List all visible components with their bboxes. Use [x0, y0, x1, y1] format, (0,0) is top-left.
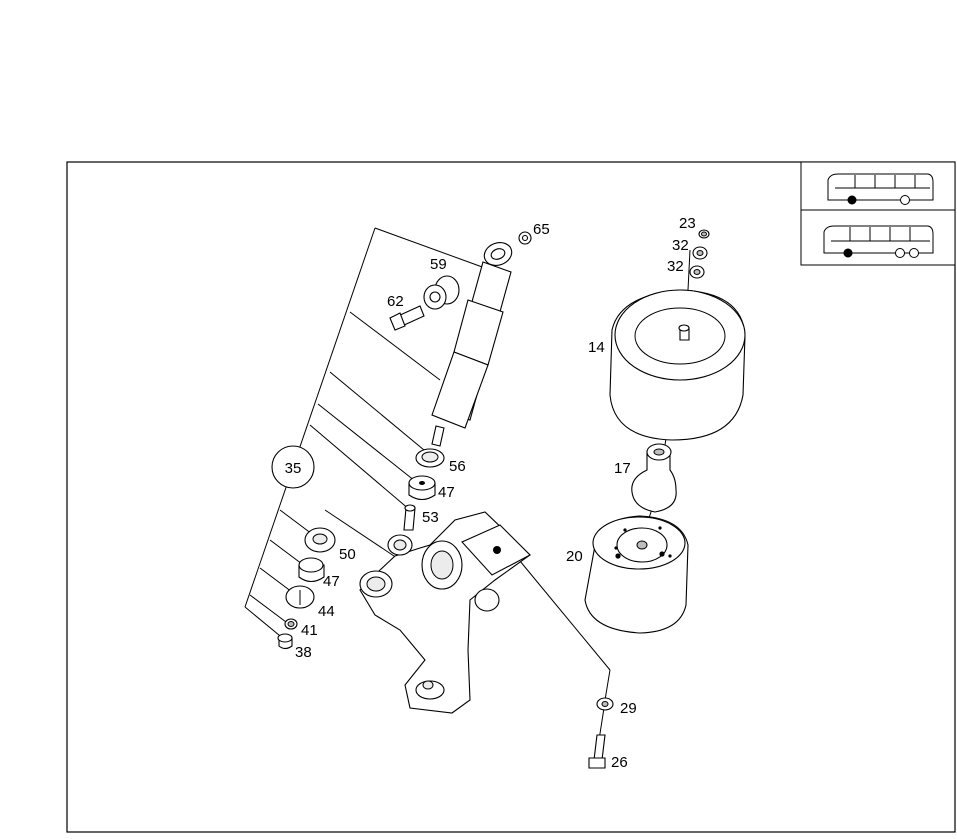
- bolt-26: [588, 734, 606, 769]
- coach-2-axle-icon[interactable]: [827, 173, 934, 205]
- label-56[interactable]: 56: [449, 458, 466, 475]
- axle-bracket: [359, 511, 531, 714]
- nut-41: [284, 618, 298, 630]
- label-50[interactable]: 50: [339, 546, 356, 563]
- cap-38: [277, 633, 293, 650]
- shock-absorber: [431, 242, 513, 447]
- bolt-62: [389, 305, 425, 331]
- label-32-lower[interactable]: 32: [667, 258, 684, 275]
- label-32-upper[interactable]: 32: [672, 237, 689, 254]
- callout-35[interactable]: 35: [271, 445, 315, 489]
- bush-59: [423, 275, 460, 310]
- label-47-lower[interactable]: 47: [323, 573, 340, 590]
- label-62[interactable]: 62: [387, 293, 404, 310]
- label-38[interactable]: 38: [295, 644, 312, 661]
- label-20[interactable]: 20: [566, 548, 583, 565]
- nut-32-lower: [689, 265, 705, 279]
- air-bellows-14: [609, 289, 746, 441]
- piston-20: [584, 515, 689, 634]
- sleeve-53: [403, 504, 416, 531]
- label-29[interactable]: 29: [620, 700, 637, 717]
- diagram-frame: [66, 161, 956, 833]
- label-65[interactable]: 65: [533, 221, 550, 238]
- label-53[interactable]: 53: [422, 509, 439, 526]
- buffer-17: [631, 443, 677, 513]
- washer-44: [285, 585, 315, 609]
- rubber-47-upper: [408, 475, 436, 501]
- label-14[interactable]: 14: [588, 339, 605, 356]
- washer-32-upper: [692, 246, 708, 260]
- nut-65: [518, 231, 532, 245]
- washer-56: [415, 448, 445, 468]
- label-44[interactable]: 44: [318, 603, 335, 620]
- label-26[interactable]: 26: [611, 754, 628, 771]
- washer-50: [304, 527, 336, 553]
- callout-35-label: 35: [285, 460, 302, 477]
- label-23[interactable]: 23: [679, 215, 696, 232]
- nut-23: [698, 229, 710, 239]
- washer-29: [596, 697, 614, 711]
- label-41[interactable]: 41: [301, 622, 318, 639]
- label-59[interactable]: 59: [430, 256, 447, 273]
- label-17[interactable]: 17: [614, 460, 631, 477]
- part-labels: 14 17 20 23 32 32 65 59 62 56 47 53 50 4…: [295, 215, 696, 771]
- coach-3-axle-icon[interactable]: [823, 225, 934, 258]
- label-47-upper[interactable]: 47: [438, 484, 455, 501]
- rubber-47-lower: [298, 557, 325, 583]
- vehicle-selector[interactable]: [800, 161, 956, 266]
